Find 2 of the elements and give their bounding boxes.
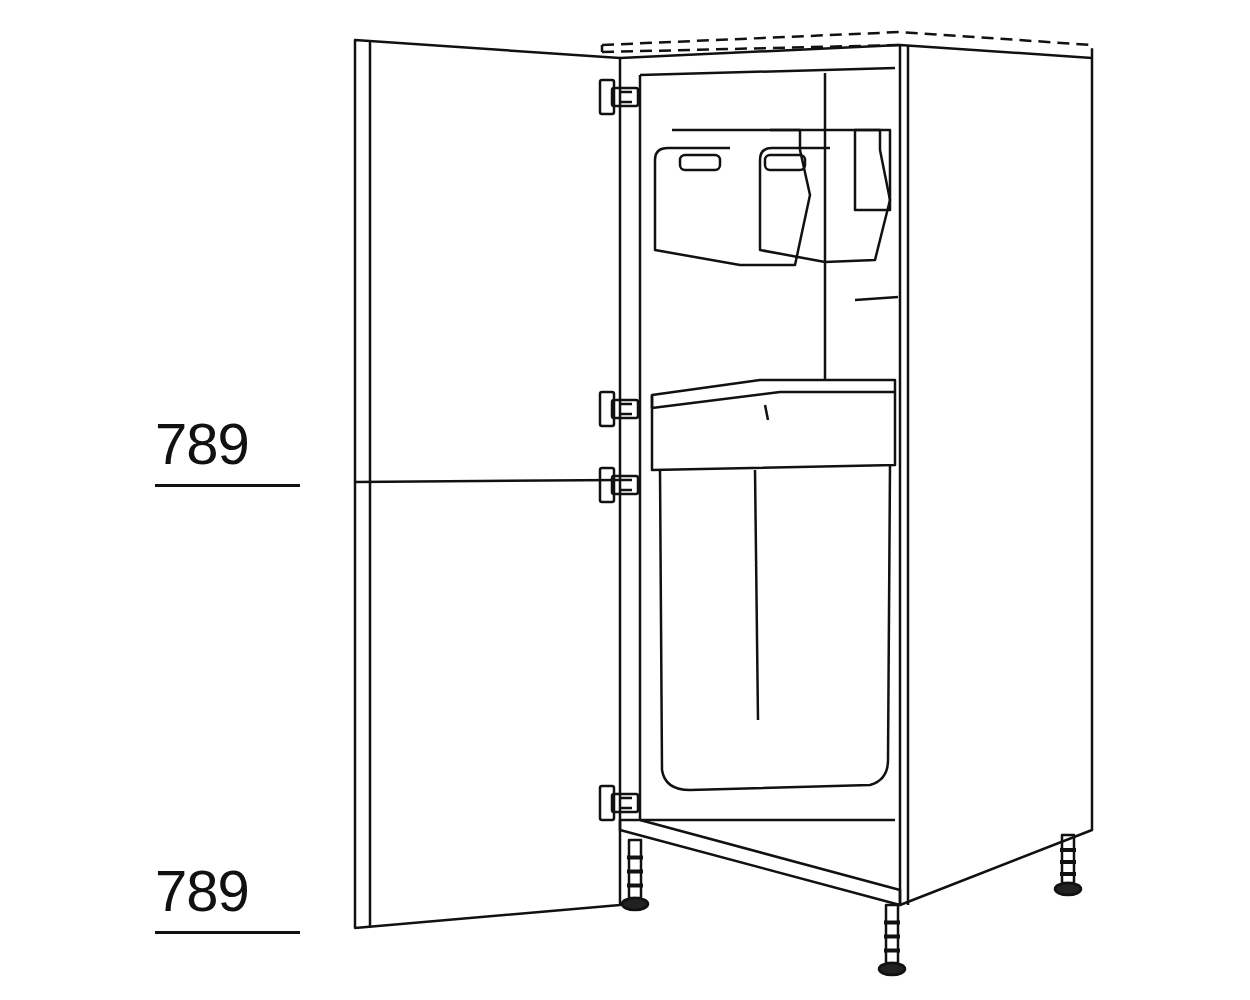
dimension-value: 789 [155,415,249,473]
dimension-value: 789 [155,862,249,920]
